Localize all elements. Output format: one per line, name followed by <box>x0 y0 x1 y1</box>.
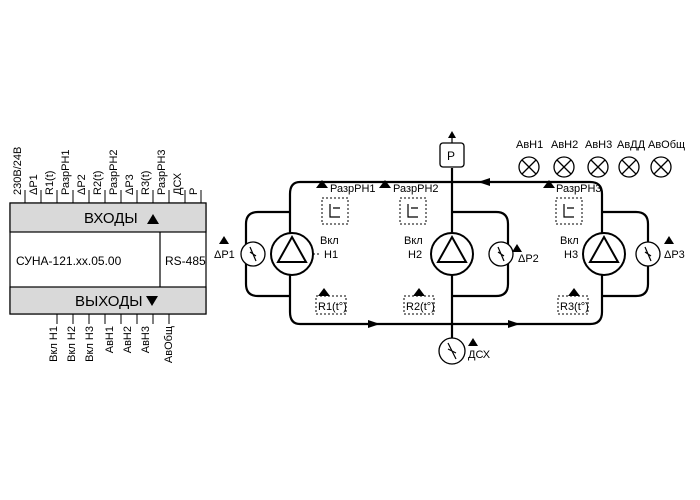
pump-relay-label: R1(t°) <box>318 301 347 313</box>
pump-enable-label: РазрРН2 <box>393 183 439 195</box>
flow-arrows <box>368 178 520 328</box>
pump-scheme: Р ДСХ РазрРН1 ΔР1 Вкл Н1 R1(t°) <box>214 131 685 365</box>
lamp: АвН3 <box>585 139 612 178</box>
terminal-label: ΔР1 <box>28 174 40 195</box>
lamp-label: АвН3 <box>585 139 612 151</box>
pump-dp-label: ΔР2 <box>518 253 539 265</box>
terminal-label: АвН3 <box>140 326 152 353</box>
terminal-label: РазрРН3 <box>156 149 168 195</box>
lamp-label: АвДД <box>617 139 646 151</box>
dry-run-sensor: ДСХ <box>438 337 491 365</box>
triangle-up-icon <box>147 214 159 224</box>
pump-enable-label: РазрРН3 <box>556 183 602 195</box>
terminal-label: РазрРН2 <box>108 149 120 195</box>
outputs-band <box>9 286 207 315</box>
controller: 230В/24В ΔР1 R1(t) РазрРН1 ΔР2 R2(t) Раз… <box>9 147 207 363</box>
pump-name-label: Н2 <box>408 249 422 261</box>
flow-switch-icon <box>329 204 340 218</box>
outputs-label: ВЫХОДЫ <box>75 293 143 310</box>
terminal-label: Вкл Н1 <box>48 326 60 362</box>
dry-run-sensor-label: ДСХ <box>468 349 491 361</box>
lamp-label: АвН1 <box>516 139 543 151</box>
pump-relay-label: R2(t°) <box>406 301 435 313</box>
pump-triangle-icon <box>588 234 620 263</box>
pump-dp-label: ΔР3 <box>664 249 685 261</box>
lamp: АвДД <box>617 139 646 178</box>
triangle-down-icon <box>146 296 158 306</box>
controller-model: СУНА-121.хх.05.00 <box>16 254 122 268</box>
controller-interface: RS-485 <box>165 254 206 268</box>
terminal-label: РазрРН1 <box>60 149 72 195</box>
pump-2: РазрРН2 ΔР2 Вкл Н2 R2(t°) <box>379 180 539 315</box>
terminal-label: АвН1 <box>104 326 116 353</box>
terminal-label: 230В/24В <box>12 147 24 195</box>
pump-on-label: Вкл <box>404 235 423 247</box>
terminal-label: Вкл Н3 <box>84 326 96 362</box>
lamp: АвН1 <box>516 139 543 178</box>
lamp-label: АвОбщ <box>648 139 685 151</box>
output-terminals: Вкл Н1 Вкл Н2 Вкл Н3 АвН1 АвН2 АвН3 АвОб… <box>48 326 175 363</box>
output-stubs <box>56 314 170 324</box>
terminal-label: Р <box>188 188 200 195</box>
pump-1: РазрРН1 ΔР1 Вкл Н1 R1(t°) <box>214 180 376 315</box>
alarm-lamps: АвН1 АвН2 АвН3 АвДД АвОбщ <box>516 139 685 178</box>
terminal-label: ΔР2 <box>76 174 88 195</box>
flow-switch-icon <box>407 204 418 218</box>
lamp: АвН2 <box>551 139 578 178</box>
input-stubs <box>24 190 202 203</box>
pump-enable-label: РазрРН1 <box>330 183 376 195</box>
pump-triangle-icon <box>436 234 468 263</box>
terminal-label: R1(t) <box>44 171 56 195</box>
flow-switch-icon <box>563 204 574 218</box>
pump-on-label: Вкл <box>320 235 339 247</box>
inputs-band <box>9 202 207 233</box>
terminal-label: R2(t) <box>92 171 104 195</box>
pump-on-label: Вкл <box>560 235 579 247</box>
pump-3: РазрРН3 ΔР3 Вкл Н3 R3(t°) <box>543 180 685 315</box>
terminal-label: ΔР3 <box>124 174 136 195</box>
pump-triangle-icon <box>276 234 308 263</box>
terminal-label: R3(t) <box>140 171 152 195</box>
terminal-label: АвОбщ <box>163 326 175 363</box>
input-terminals: 230В/24В ΔР1 R1(t) РазрРН1 ΔР2 R2(t) Раз… <box>12 147 200 195</box>
lamp: АвОбщ <box>648 139 685 178</box>
pump-dp-label: ΔР1 <box>214 249 235 261</box>
pump-name-label: Н3 <box>564 249 578 261</box>
terminal-label: Вкл Н2 <box>66 326 78 362</box>
pump-relay-label: R3(t°) <box>560 301 589 313</box>
pressure-sensor: Р <box>439 131 465 168</box>
terminal-label: АвН2 <box>122 326 134 353</box>
inputs-label: ВХОДЫ <box>84 210 138 227</box>
pump-name-label: Н1 <box>324 249 338 261</box>
terminal-label: ДСХ <box>172 172 184 195</box>
pressure-sensor-label: Р <box>447 149 455 163</box>
lamp-label: АвН2 <box>551 139 578 151</box>
